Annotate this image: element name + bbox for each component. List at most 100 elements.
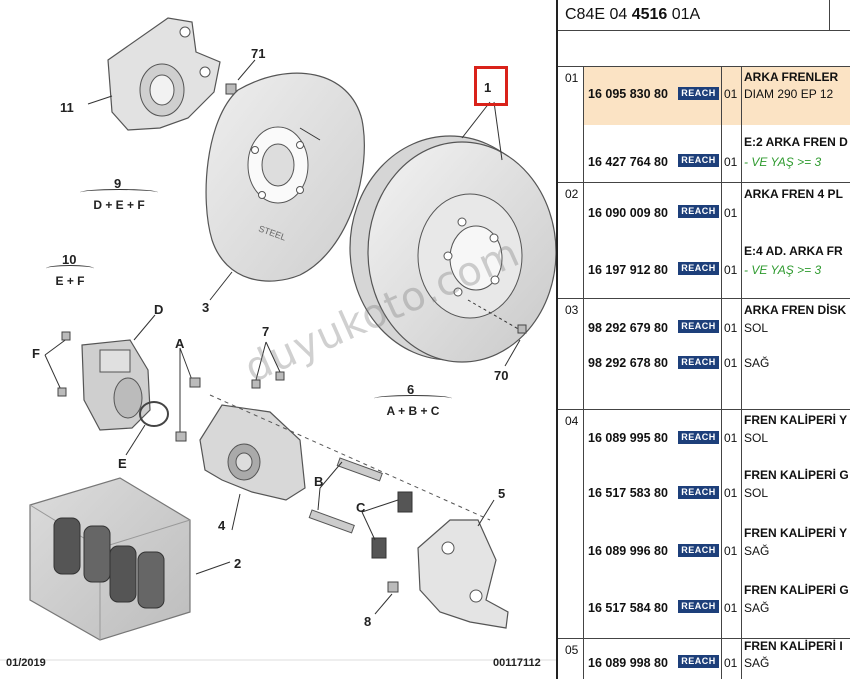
part-number[interactable]: 16 197 912 80 <box>588 263 668 277</box>
description: FREN KALİPERİ Y <box>744 413 848 427</box>
group-number: 03 <box>565 303 579 317</box>
group-01: 01 16 095 830 80 REACH 01 ARKA FRENLER D… <box>558 67 850 183</box>
quantity: 01 <box>724 263 738 277</box>
description-detail: DIAM 290 EP 12 <box>744 87 834 101</box>
description-detail: SAĞ <box>744 601 770 615</box>
description: FREN KALİPERİ Y <box>744 526 848 540</box>
condition-note: - VE YAŞ >= 3 <box>744 155 822 169</box>
callout-7[interactable]: 7 <box>262 324 270 339</box>
group-number: 05 <box>565 643 579 657</box>
callout-6[interactable]: 6 <box>407 382 415 397</box>
part-number[interactable]: 98 292 679 80 <box>588 321 668 335</box>
column-divider <box>721 639 722 679</box>
part-number[interactable]: 16 089 998 80 <box>588 656 668 670</box>
part-number[interactable]: 16 427 764 80 <box>588 155 668 169</box>
callout-3[interactable]: 3 <box>202 300 210 315</box>
part-number[interactable]: 16 517 584 80 <box>588 601 668 615</box>
table-row[interactable]: 16 089 998 80 REACH 01 FREN KALİPERİ I S… <box>584 639 850 679</box>
description: E:2 ARKA FREN D <box>744 135 848 149</box>
table-row[interactable]: 16 089 995 80 REACH 01 FREN KALİPERİ Y S… <box>584 410 850 466</box>
callout-11[interactable]: 11 <box>60 100 74 115</box>
dust-shield <box>205 72 365 282</box>
group-03: 03 98 292 679 80 REACH 01 ARKA FREN DİSK… <box>558 299 850 410</box>
brace-6 <box>374 395 452 402</box>
group-02: 02 16 090 009 80 REACH 01 ARKA FREN 4 PL… <box>558 183 850 299</box>
quantity: 01 <box>724 87 738 101</box>
description: FREN KALİPERİ G <box>744 468 849 482</box>
table-row[interactable]: 16 197 912 80 REACH 01 E:4 AD. ARKA FR -… <box>584 239 850 298</box>
part-number[interactable]: 98 292 678 80 <box>588 356 668 370</box>
callout-4[interactable]: 4 <box>218 518 226 533</box>
column-divider <box>721 67 722 182</box>
column-divider <box>741 299 742 409</box>
callout-F[interactable]: F <box>32 346 40 361</box>
column-divider <box>741 410 742 638</box>
description-detail: SOL <box>744 486 769 500</box>
reach-badge: REACH <box>678 154 719 167</box>
callout-A[interactable]: A <box>175 336 185 351</box>
callout-2[interactable]: 2 <box>234 556 242 571</box>
ref-bold: 4516 <box>631 6 668 23</box>
quantity: 01 <box>724 356 738 370</box>
quantity: 01 <box>724 321 738 335</box>
group-04: 04 16 089 995 80 REACH 01 FREN KALİPERİ … <box>558 410 850 639</box>
quantity: 01 <box>724 206 738 220</box>
panel-spacer <box>558 31 850 67</box>
diagram-drawing <box>0 17 556 661</box>
callout-9[interactable]: 9 <box>114 176 122 191</box>
table-row[interactable]: 98 292 679 80 REACH 01 ARKA FREN DİSK SO… <box>584 299 850 339</box>
footer-code: 00117112 <box>493 657 541 669</box>
footer-date: 01/2019 <box>6 657 46 669</box>
part-number[interactable]: 16 090 009 80 <box>588 206 668 220</box>
callout-5[interactable]: 5 <box>498 486 506 501</box>
quantity: 01 <box>724 544 738 558</box>
formula-10: E + F <box>46 264 94 288</box>
reach-badge: REACH <box>678 544 719 557</box>
part-number[interactable]: 16 095 830 80 <box>588 87 668 101</box>
callout-E[interactable]: E <box>118 456 127 471</box>
callout-D[interactable]: D <box>154 302 164 317</box>
quantity: 01 <box>724 486 738 500</box>
callout-8[interactable]: 8 <box>364 614 372 629</box>
quantity: 01 <box>724 431 738 445</box>
formula-9-text: D + E + F <box>93 198 145 212</box>
description: ARKA FREN DİSK <box>744 303 847 317</box>
brace-10 <box>46 265 94 272</box>
part-number[interactable]: 16 517 583 80 <box>588 486 668 500</box>
callout-71[interactable]: 71 <box>251 46 266 61</box>
part-number[interactable]: 16 089 995 80 <box>588 431 668 445</box>
reach-badge: REACH <box>678 356 719 369</box>
callout-C[interactable]: C <box>356 500 366 515</box>
description-detail: SOL <box>744 321 769 335</box>
table-row[interactable]: 16 517 583 80 REACH 01 FREN KALİPERİ G S… <box>584 466 850 523</box>
formula-10-text: E + F <box>55 274 85 288</box>
description-detail: SOL <box>744 431 769 445</box>
callout-10[interactable]: 10 <box>62 252 77 267</box>
reach-badge: REACH <box>678 431 719 444</box>
table-row[interactable]: 16 089 996 80 REACH 01 FREN KALİPERİ Y S… <box>584 523 850 579</box>
callout-70[interactable]: 70 <box>494 368 509 383</box>
table-row[interactable]: 16 095 830 80 REACH 01 ARKA FRENLER DIAM… <box>584 67 850 125</box>
table-row[interactable]: 16 517 584 80 REACH 01 FREN KALİPERİ G S… <box>584 579 850 638</box>
caliper-bracket <box>417 519 509 629</box>
group-divider <box>583 639 584 679</box>
reach-badge: REACH <box>678 320 719 333</box>
group-divider <box>583 410 584 638</box>
diagram-reference: C84E 04 4516 01A <box>565 6 700 24</box>
quantity: 01 <box>724 155 738 169</box>
column-divider <box>721 410 722 638</box>
description: FREN KALİPERİ I <box>744 639 843 653</box>
table-row[interactable]: 16 090 009 80 REACH 01 ARKA FREN 4 PL <box>584 183 850 239</box>
condition-note: - VE YAŞ >= 3 <box>744 263 822 277</box>
part-number[interactable]: 16 089 996 80 <box>588 544 668 558</box>
table-row[interactable]: 98 292 678 80 REACH 01 SAĞ <box>584 339 850 409</box>
callout-1[interactable]: 1 <box>484 80 492 95</box>
caliper-piston-housing <box>81 339 151 431</box>
reach-badge: REACH <box>678 655 719 668</box>
guide-pins <box>308 457 413 559</box>
selected-part-highlight <box>474 66 508 106</box>
description: ARKA FREN 4 PL <box>744 187 843 201</box>
callout-B[interactable]: B <box>314 474 324 489</box>
reach-badge: REACH <box>678 205 719 218</box>
table-row[interactable]: 16 427 764 80 REACH 01 E:2 ARKA FREN D -… <box>584 125 850 182</box>
